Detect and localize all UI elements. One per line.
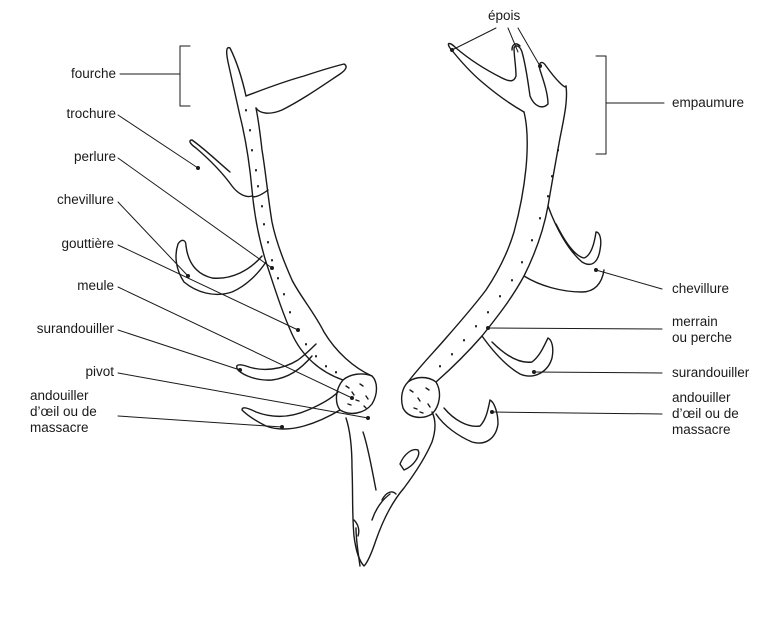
label-chevillure-right: chevillure <box>672 281 730 296</box>
leader-trochure <box>117 114 199 169</box>
label-andouiller-left-line2: d’œil ou de <box>30 404 97 419</box>
label-andouiller-left-line3: massacre <box>30 420 89 435</box>
label-andouiller-left: andouiller d’œil ou de massacre <box>30 388 97 436</box>
empaumure-bracket <box>595 55 665 155</box>
leader-epois-1 <box>451 27 497 51</box>
leader-lines-left <box>117 45 369 428</box>
label-fourche: fourche <box>70 66 116 81</box>
label-meule: meule <box>77 278 114 293</box>
label-chevillure-left: chevillure <box>56 192 114 207</box>
leader-pivot <box>117 372 369 419</box>
label-andouiller-right-line2: d’œil ou de <box>672 406 739 421</box>
label-surandouiller-right: surandouiller <box>672 365 750 380</box>
label-andouiller-right-line3: massacre <box>672 422 731 437</box>
leader-andouiller-right <box>491 411 663 415</box>
leader-gouttiere <box>117 244 299 331</box>
right-burr <box>400 376 441 419</box>
left-antler <box>175 46 373 430</box>
leader-andouiller-left <box>117 415 283 428</box>
leader-surandouiller-left <box>117 329 241 371</box>
label-trochure: trochure <box>66 106 116 121</box>
label-surandouiller-left: surandouiller <box>36 321 114 336</box>
left-burr <box>335 373 378 415</box>
label-pivot: pivot <box>85 364 114 379</box>
label-merrain-line2: ou perche <box>672 330 733 345</box>
leader-surandouiller-right <box>533 371 663 374</box>
leader-dots <box>186 48 598 429</box>
leader-perlure <box>117 157 273 269</box>
leader-chevillure-right <box>595 269 663 290</box>
label-gouttiere: gouttière <box>61 236 114 251</box>
leader-epois-2 <box>507 27 519 53</box>
leader-chevillure-left <box>117 201 189 277</box>
leader-epois-3 <box>517 27 541 67</box>
label-empaumure: empaumure <box>672 95 745 110</box>
label-andouiller-right-line1: andouiller <box>672 390 731 405</box>
leader-merrain <box>487 327 663 330</box>
label-merrain: merrain ou perche <box>672 314 732 346</box>
skull-drawing <box>345 411 436 567</box>
label-andouiller-left-line1: andouiller <box>30 388 89 403</box>
label-andouiller-right: andouiller d’œil ou de massacre <box>672 390 739 438</box>
label-merrain-line1: merrain <box>672 314 718 329</box>
fourche-bracket <box>119 45 191 107</box>
label-perlure: perlure <box>73 149 116 164</box>
leader-lines-right <box>451 27 665 415</box>
label-epois: épois <box>488 8 521 23</box>
leader-meule <box>117 286 353 399</box>
right-antler <box>407 42 605 444</box>
